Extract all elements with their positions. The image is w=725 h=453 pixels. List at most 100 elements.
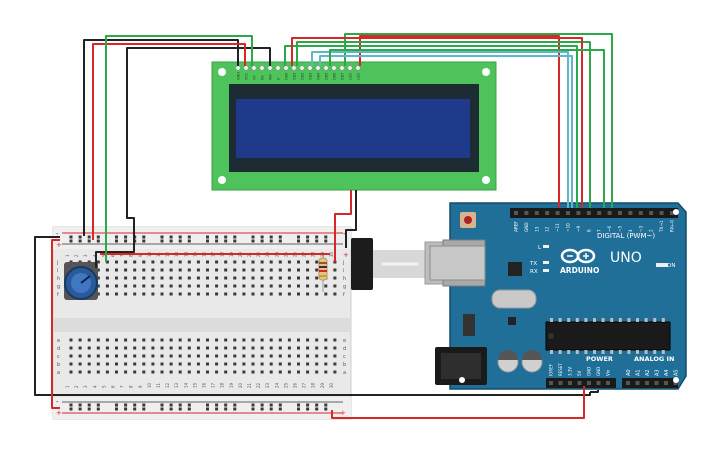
- power-pin-label: 5V: [577, 370, 582, 376]
- digital-pin: [597, 211, 602, 215]
- rail-minus-label-right: -: [343, 230, 346, 238]
- analog-pin-label: A0: [626, 369, 632, 376]
- lcd-pin: [291, 65, 297, 71]
- digital-pin-label: GND: [524, 222, 529, 232]
- wire-black-lcd-led: [345, 190, 357, 248]
- digital-pin: [670, 211, 674, 215]
- column-label: 3: [83, 385, 88, 388]
- power-pin: [558, 381, 563, 385]
- digital-pin-header: [514, 211, 674, 215]
- digital-pin: [566, 211, 570, 215]
- column-label: 4: [92, 385, 97, 388]
- row-label-b: b: [57, 362, 60, 368]
- row-label-h: h: [57, 276, 60, 282]
- digital-pin: [514, 211, 518, 215]
- row-label-j-right: j: [342, 260, 344, 266]
- column-label: 7: [120, 254, 125, 257]
- wire-red-5v: [331, 386, 585, 419]
- digital-pin-label: 2: [649, 229, 654, 232]
- power-pin: [606, 381, 610, 385]
- power-pin-label: Vin: [606, 369, 611, 376]
- lcd-pin-label: DB0: [285, 73, 289, 80]
- row-label-e: e: [57, 338, 60, 344]
- wire-black-gnd-arduino: [590, 390, 599, 393]
- column-label: 12: [165, 382, 170, 388]
- column-label: 1: [65, 385, 70, 388]
- column-label: 27: [302, 382, 307, 388]
- power-pin-label: RESET: [558, 363, 563, 376]
- potentiometer[interactable]: [64, 262, 98, 300]
- column-label: 30: [329, 382, 334, 388]
- row-label-f: f: [57, 292, 59, 298]
- wire-teal-db5: [319, 55, 573, 208]
- lcd-pin: [235, 65, 241, 71]
- power-pin-label: GND: [596, 367, 601, 376]
- row-label-i: i: [57, 268, 58, 274]
- digital-pin-label: ~5: [618, 225, 623, 232]
- lcd-pin: [347, 65, 353, 71]
- digital-pin: [628, 211, 633, 215]
- row-label-i-right: i: [343, 268, 344, 274]
- wire-teal-db4: [311, 51, 569, 208]
- wire-red-vcc: [92, 43, 246, 240]
- model-label: UNO: [610, 250, 642, 266]
- rail-plus-label-right: +: [343, 251, 349, 259]
- breadboard: - - + + - + + 11223344556677889910101111…: [52, 226, 352, 420]
- arduino-logo: [560, 248, 596, 264]
- digital-pin: [576, 211, 581, 215]
- column-label: 17: [211, 382, 216, 388]
- column-label: 15: [192, 382, 197, 388]
- lcd-pin: [251, 65, 257, 71]
- power-pin: [577, 381, 582, 385]
- power-label: POWER: [586, 355, 613, 363]
- lcd-pin: [259, 65, 265, 71]
- digital-label: DIGITAL (PWM~): [597, 232, 655, 240]
- column-label: 30: [329, 251, 334, 257]
- lcd-screen: [236, 99, 470, 158]
- digital-pin-label: ~6: [607, 225, 612, 232]
- lcd-pin-label: DB6: [333, 73, 337, 80]
- column-label: 10: [147, 382, 152, 388]
- wire-teal-db6: [329, 49, 605, 208]
- row-label-c-right: c: [343, 354, 346, 360]
- power-pin: [587, 381, 591, 385]
- wires: [34, 33, 613, 419]
- column-label: 9: [138, 385, 143, 388]
- digital-pin: [555, 211, 560, 215]
- column-label: 9: [138, 254, 143, 257]
- column-label: 2: [74, 385, 79, 388]
- column-label: 3: [83, 254, 88, 257]
- column-label: 1: [65, 254, 70, 257]
- digital-pin: [649, 211, 654, 215]
- lcd-pin-label: RS: [261, 75, 265, 80]
- analog-pin-label: A2: [645, 369, 651, 376]
- row-label-f-right: f: [343, 292, 345, 298]
- row-label-h-right: h: [343, 276, 346, 282]
- lcd-pin-label: DB5: [325, 73, 329, 80]
- digital-pin-label: TX→1: [659, 220, 664, 233]
- row-label-a: a: [57, 370, 60, 376]
- lcd-pin-label: DB4: [317, 72, 321, 80]
- analog-pin-label: A3: [655, 369, 661, 376]
- row-label-c: c: [57, 354, 60, 360]
- digital-pin: [618, 211, 622, 215]
- column-label: 24: [274, 382, 279, 388]
- lcd-pin: [267, 65, 273, 71]
- column-label: 13: [174, 382, 179, 388]
- lcd-pin-label: LED: [349, 73, 353, 80]
- lcd-pin: [299, 65, 305, 71]
- power-pin-label: GND: [587, 367, 592, 376]
- column-label: 11: [156, 382, 161, 388]
- digital-pin: [545, 211, 550, 215]
- lcd-pin: [355, 65, 361, 71]
- lcd-pin: [243, 65, 249, 71]
- wire-red-d10: [291, 37, 583, 208]
- microcontroller-pins: [550, 318, 665, 354]
- lcd-pin-label: DB1: [293, 73, 297, 80]
- column-label: 6: [111, 385, 116, 388]
- digital-pin: [659, 211, 664, 215]
- lcd-pin: [331, 65, 337, 71]
- digital-pin-label: ~11: [555, 223, 560, 232]
